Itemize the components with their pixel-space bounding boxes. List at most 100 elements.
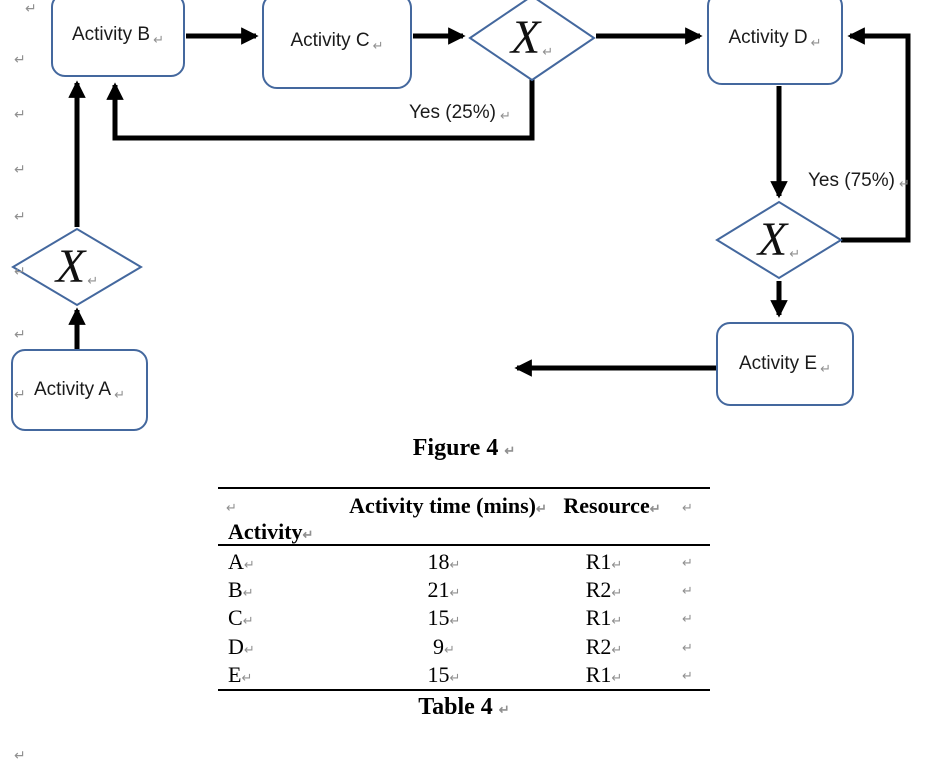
xor-gateway-right-diamond <box>715 200 843 280</box>
activity-c-text: Activity C <box>290 30 370 51</box>
formatting-mark: ↵ <box>504 443 516 458</box>
xor-gateway-left-diamond <box>11 227 143 307</box>
formatting-mark: ↵ <box>14 161 26 177</box>
cell-resource: R1↵ <box>585 661 623 687</box>
cell-activity: B↵ <box>228 577 254 603</box>
table-bottom-rule <box>218 689 710 691</box>
table-row: C↵ 15↵ R1↵ ↵ <box>218 604 710 632</box>
xor-gateway-top-label: X ↵ <box>497 6 567 70</box>
cell-activity: A↵ <box>228 549 255 574</box>
cell-resource: R2↵ <box>585 633 623 659</box>
formatting-mark: ↵ <box>498 702 510 717</box>
formatting-mark: ↵ <box>449 669 461 685</box>
column-header-activity-text: Activity <box>228 519 303 544</box>
formatting-mark: ↵ <box>449 585 461 601</box>
formatting-mark: ↵ <box>499 108 511 123</box>
column-header-activity: Activity↵ <box>228 519 313 545</box>
table-row: A↵ 18↵ R1↵ ↵ <box>218 548 710 576</box>
activity-e-box <box>716 322 854 406</box>
edge-loop-yes75-to-d <box>841 27 911 243</box>
formatting-mark: ↵ <box>542 43 554 59</box>
activity-a-text: Activity A <box>34 379 112 400</box>
activity-e-text: Activity E <box>738 353 818 374</box>
formatting-mark: ↵ <box>682 667 693 683</box>
yes-75-text: Yes (75%) <box>808 170 895 191</box>
figure-caption: Figure 4 ↵ <box>204 436 724 460</box>
table-row: B↵ 21↵ R2↵ ↵ <box>218 576 710 604</box>
formatting-mark: ↵ <box>14 326 26 342</box>
activity-c-box <box>262 0 412 89</box>
activity-b-box <box>51 0 185 77</box>
xor-gateway-right-label: X ↵ <box>744 208 814 272</box>
formatting-mark: ↵ <box>114 386 125 402</box>
cell-time: 9↵ <box>433 633 455 659</box>
yes-25-text: Yes (25%) <box>409 102 496 123</box>
column-header-resource: Resource↵ <box>556 493 668 519</box>
table-body: A↵ 18↵ R1↵ ↵ B↵ 21↵ R2↵ ↵ C↵ 15↵ R1↵ ↵ D… <box>218 548 710 689</box>
table-row: E↵ 15↵ R1↵ ↵ <box>218 661 710 689</box>
table-row: D↵ 9↵ R2↵ ↵ <box>218 633 710 661</box>
formatting-mark: ↵ <box>242 585 254 601</box>
formatting-mark: ↵ <box>226 500 237 515</box>
activity-b-text: Activity B <box>71 24 151 45</box>
activity-b-label: Activity B ↵ <box>52 0 184 76</box>
activity-d-label: Activity D ↵ <box>708 0 842 84</box>
formatting-mark: ↵ <box>14 51 26 67</box>
formatting-mark: ↵ <box>241 669 253 685</box>
formatting-mark: ↵ <box>611 557 623 572</box>
formatting-mark: ↵ <box>243 557 255 572</box>
xor-x-glyph: X <box>510 11 541 64</box>
cell-time: 21↵ <box>427 577 461 603</box>
yes-25-label: Yes (25%) ↵ <box>409 102 511 124</box>
activity-e-label: Activity E ↵ <box>717 323 853 405</box>
activity-c-label: Activity C ↵ <box>263 0 411 88</box>
formatting-mark: ↵ <box>649 501 661 516</box>
xor-gateway-top-diamond <box>468 0 596 82</box>
formatting-mark: ↵ <box>243 641 255 657</box>
formatting-mark: ↵ <box>682 500 693 515</box>
table-top-rule <box>218 487 710 489</box>
formatting-mark: ↵ <box>611 669 623 685</box>
formatting-mark: ↵ <box>302 527 314 542</box>
xor-gateway-left-label: X ↵ <box>42 235 112 299</box>
cell-activity: D↵ <box>228 633 255 659</box>
cell-time: 15↵ <box>427 605 461 631</box>
column-header-time: Activity time (mins)↵ <box>346 493 550 519</box>
formatting-mark: ↵ <box>682 555 693 570</box>
formatting-mark: ↵ <box>682 583 693 599</box>
formatting-mark: ↵ <box>611 613 623 629</box>
formatting-mark: ↵ <box>820 360 832 376</box>
cell-time: 18↵ <box>427 549 461 574</box>
cell-activity: C↵ <box>228 605 254 631</box>
table-caption: Table 4 ↵ <box>204 695 724 719</box>
formatting-mark: ↵ <box>449 613 461 629</box>
formatting-mark: ↵ <box>153 31 165 47</box>
cell-resource: R1↵ <box>585 549 623 574</box>
formatting-mark: ↵ <box>611 641 623 657</box>
cell-resource: R1↵ <box>585 605 623 631</box>
column-header-resource-text: Resource <box>563 493 650 518</box>
flowchart-canvas <box>11 0 911 431</box>
table-header-rule <box>218 544 710 546</box>
formatting-mark: ↵ <box>14 747 26 763</box>
formatting-mark: ↵ <box>242 613 254 629</box>
formatting-mark: ↵ <box>14 263 26 279</box>
formatting-mark: ↵ <box>14 106 26 122</box>
formatting-mark: ↵ <box>898 176 910 191</box>
edge-loop-yes25-to-b <box>106 79 535 141</box>
cell-resource: R2↵ <box>585 577 623 603</box>
formatting-mark: ↵ <box>810 34 822 50</box>
formatting-mark: ↵ <box>682 639 693 655</box>
cell-time: 15↵ <box>427 661 461 687</box>
formatting-mark: ↵ <box>14 386 26 402</box>
formatting-mark: ↵ <box>444 641 455 657</box>
formatting-mark: ↵ <box>682 611 693 627</box>
activity-d-box <box>707 0 843 85</box>
column-header-time-text: Activity time (mins) <box>349 493 537 518</box>
yes-75-label: Yes (75%) ↵ <box>808 170 910 192</box>
formatting-mark: ↵ <box>789 245 801 261</box>
formatting-mark: ↵ <box>611 585 623 601</box>
cell-activity: E↵ <box>228 661 253 687</box>
activity-table: ↵ Activity time (mins)↵ Resource↵ ↵ Acti… <box>218 487 710 713</box>
